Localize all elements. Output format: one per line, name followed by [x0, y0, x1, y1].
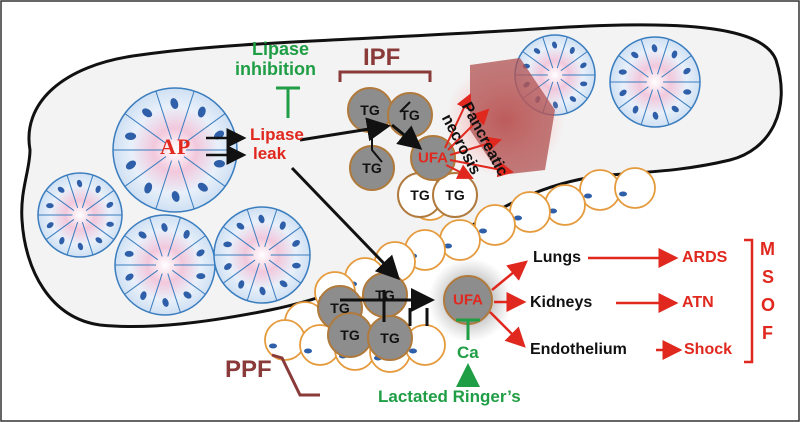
fat-cell [439, 219, 481, 261]
ca-label: Ca [457, 343, 479, 362]
tg-label: TG [340, 327, 360, 343]
lungs-label: Lungs [533, 249, 581, 266]
tg-label: TG [400, 107, 420, 123]
msof-m: M [760, 239, 775, 259]
tg-label: TG [360, 102, 380, 118]
msof-f: F [762, 323, 773, 343]
lipase-to-ppf-arrow [290, 166, 401, 281]
ufa-bottom-label: UFA [453, 291, 483, 309]
fat-cell [509, 191, 551, 233]
acinus [112, 87, 238, 213]
ufa-arrow-1 [444, 93, 472, 149]
ufa-arrow-5 [445, 164, 474, 179]
tg-label: TG [445, 187, 465, 203]
msof-o: O [761, 295, 776, 315]
ufa-arrow-4 [449, 159, 514, 178]
tg-label: TG [410, 187, 430, 203]
tg-link-top-2 [399, 101, 411, 113]
ppf-bracket [271, 353, 320, 397]
tg-cell [432, 172, 478, 218]
endothelium-label: Endothelium [530, 341, 627, 358]
fat-cell [264, 319, 306, 361]
lipase-to-ipf-arrow [299, 117, 391, 142]
ufa-top-label: UFA [418, 149, 448, 167]
lactated-ringers-label: Lactated Ringer’s [378, 387, 521, 406]
ufa-to-endothelium-arrow [489, 311, 526, 348]
ap-label: AP [160, 134, 192, 159]
msof-s: S [762, 267, 775, 287]
ufa-arrow-2 [447, 108, 490, 151]
acinus [114, 214, 216, 316]
atn-label: ATN [682, 294, 714, 311]
ufa-to-lungs-arrow [491, 260, 528, 291]
lipase-inhibition-label-1: Lipase [252, 39, 310, 59]
fat-cell [474, 204, 516, 246]
lipase-leak-label-1: Lipase [250, 125, 304, 144]
fat-cell [579, 169, 621, 211]
ipf-label: IPF [363, 44, 401, 71]
msof-bracket [744, 238, 754, 364]
tg-label: TG [375, 287, 395, 303]
acinus [37, 172, 123, 258]
acinus [609, 36, 701, 128]
lipase-inhibition-label-2: inhibition [235, 59, 316, 79]
fat-cell [544, 184, 586, 226]
ppf-label: PPF [225, 356, 272, 383]
shock-label: Shock [684, 341, 733, 358]
tg-cell [367, 315, 413, 361]
fat-cell [614, 167, 656, 209]
kidneys-label: Kidneys [530, 294, 593, 311]
ards-label: ARDS [682, 249, 728, 266]
tg-label: TG [380, 330, 400, 346]
tg-arrow-top [391, 123, 423, 150]
lipase-leak-label-2: leak [253, 144, 287, 163]
acinus [213, 206, 311, 304]
tg-link-top [371, 138, 383, 163]
ufa-arrow-3 [449, 136, 502, 156]
tg-label: TG [330, 300, 350, 316]
ipf-bracket [338, 70, 432, 82]
tg-label: TG [362, 160, 382, 176]
